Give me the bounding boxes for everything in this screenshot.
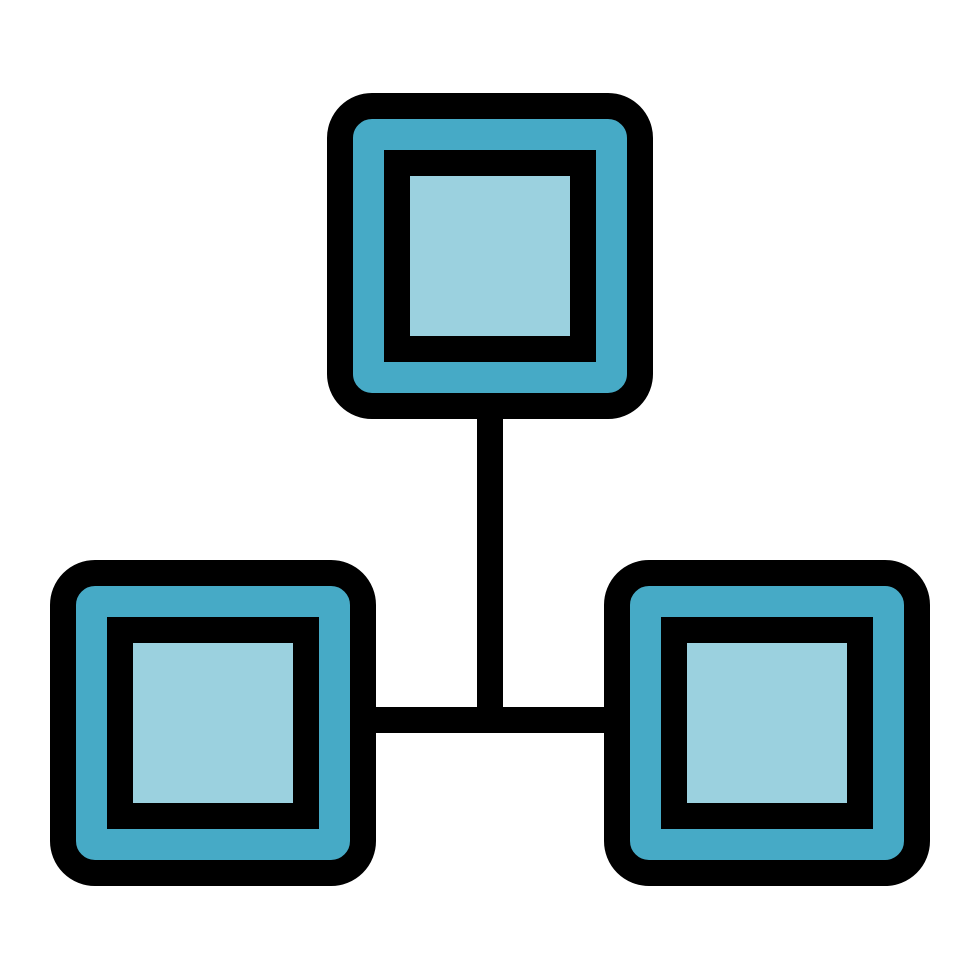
horizontal-connector (375, 707, 605, 733)
left-node (50, 560, 376, 886)
right-node (604, 560, 930, 886)
vertical-connector (477, 418, 503, 720)
top-node (327, 93, 653, 419)
left-node-inner-box (107, 617, 319, 829)
connector-lines (375, 418, 605, 733)
right-node-inner-box (661, 617, 873, 829)
top-node-inner-box (384, 150, 596, 362)
